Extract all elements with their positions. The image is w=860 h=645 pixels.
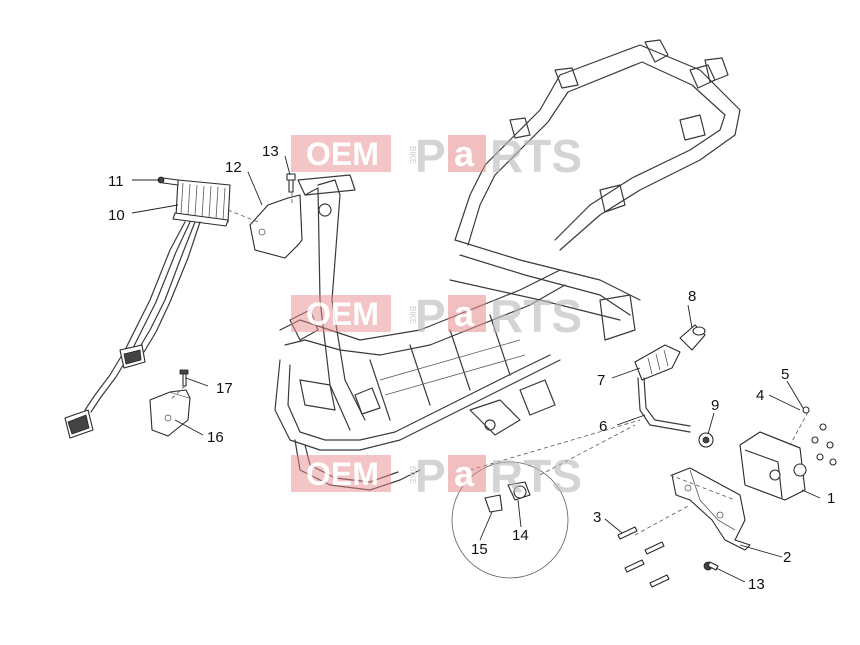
ignition-coil-1 — [739, 431, 807, 501]
watermark-bike-text: BIKE — [408, 466, 417, 484]
clamp-14 — [507, 481, 531, 501]
screw-11 — [157, 176, 179, 186]
voltage-regulator — [64, 179, 231, 439]
callout-13-top: 13 — [262, 143, 279, 160]
callout-4: 4 — [756, 387, 764, 404]
callout-2: 2 — [783, 549, 791, 566]
mounting-bracket-12 — [249, 194, 303, 259]
watermark-a-text: a — [454, 133, 475, 174]
callout-10: 10 — [108, 207, 125, 224]
watermark-top: OEM BIKE P a RTS — [291, 130, 582, 182]
callout-7: 7 — [597, 372, 605, 389]
watermark-a-text: a — [454, 453, 475, 494]
callout-12: 12 — [225, 159, 242, 176]
watermark-a-text: a — [454, 293, 475, 334]
watermark-oem-text: OEM — [306, 136, 379, 172]
callout-9: 9 — [711, 397, 719, 414]
nuts-4-5 — [802, 406, 837, 466]
leader-lines — [131, 155, 821, 583]
ht-lead-6 — [637, 377, 691, 433]
watermark-oem-text: OEM — [306, 456, 379, 492]
callout-11: 11 — [108, 173, 124, 190]
watermark-middle: OEM BIKE P a RTS — [291, 290, 582, 342]
callout-15: 15 — [471, 541, 488, 558]
grommet-9 — [698, 432, 714, 448]
watermark-rts-text: RTS — [490, 130, 582, 182]
watermark-p-text: P — [415, 450, 446, 502]
callout-16: 16 — [207, 429, 224, 446]
watermark-rts-text: RTS — [490, 450, 582, 502]
callout-13-bottom: 13 — [748, 576, 765, 593]
spark-plug-boot-7 — [634, 344, 681, 381]
bolts-3 — [617, 526, 670, 588]
watermark-p-text: P — [415, 130, 446, 182]
callout-8: 8 — [688, 288, 696, 305]
callout-17: 17 — [216, 380, 233, 397]
detail-circle — [451, 419, 641, 579]
watermark-bike-text: BIKE — [408, 146, 417, 164]
screw-17 — [179, 369, 189, 387]
bracket-16 — [149, 389, 191, 437]
bolt-13-bottom — [703, 561, 719, 571]
assembly-lines — [169, 192, 809, 536]
clamp-15 — [484, 494, 503, 513]
callout-14: 14 — [512, 527, 529, 544]
callout-3: 3 — [593, 509, 601, 526]
watermark-bottom: OEM BIKE P a RTS — [291, 450, 582, 502]
watermark-rts-text: RTS — [490, 290, 582, 342]
callout-labels: 1 2 3 4 5 6 7 8 9 10 11 12 13 13 14 15 1… — [108, 143, 835, 593]
bolt-13-top — [286, 173, 296, 193]
watermark-bike-text: BIKE — [408, 306, 417, 324]
watermark-p-text: P — [415, 290, 446, 342]
scooter-frame — [274, 39, 741, 491]
spark-plug-cap-8 — [679, 324, 706, 351]
watermark-oem-text: OEM — [306, 296, 379, 332]
callout-6: 6 — [599, 418, 607, 435]
callout-5: 5 — [781, 366, 789, 383]
callout-1: 1 — [827, 490, 835, 507]
